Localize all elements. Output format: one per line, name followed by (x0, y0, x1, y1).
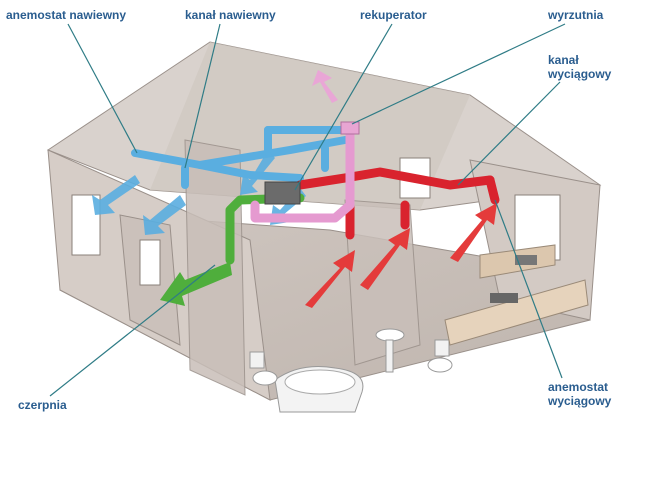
label-rekuperator: rekuperator (360, 8, 427, 22)
label-wyrzutnia: wyrzutnia (548, 8, 604, 22)
leader-lines (49, 23, 566, 397)
toilet-left (249, 351, 278, 386)
house-walls (47, 139, 601, 401)
bathtub (274, 366, 364, 413)
label-kanal-wyciagowy: kanał wyciągowy (548, 53, 612, 81)
washbasin (375, 328, 405, 373)
label-kanal-nawiewny: kanał nawiewny (185, 8, 276, 22)
exhaust-air-arrows (305, 203, 497, 308)
label-anemostat-wyciagowy: anemostat wyciągowy (548, 380, 612, 408)
outlet-duct (250, 125, 355, 223)
toilet-right (427, 339, 453, 373)
supply-duct (131, 126, 349, 189)
outlet-air-arrow (312, 70, 338, 103)
recuperator-unit (264, 121, 360, 205)
kitchen-counter (444, 244, 589, 346)
label-czerpnia: czerpnia (18, 398, 67, 412)
label-anemostat-nawiewny: anemostat nawiewny (6, 8, 127, 22)
